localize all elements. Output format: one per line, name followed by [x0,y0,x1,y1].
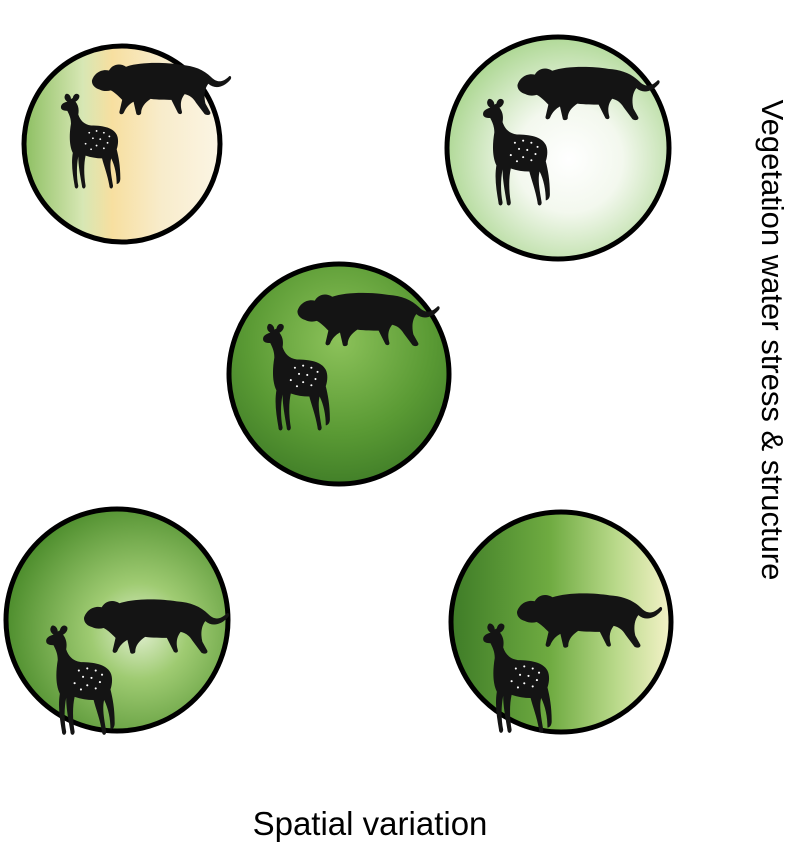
habitat-panel-top-right [447,37,669,259]
x-axis-label: Spatial variation [253,805,488,842]
habitat-panel-center [229,264,449,484]
habitat-panel-top-left [24,46,231,242]
habitat-panel-bottom-left [6,509,229,735]
y-axis-label: Vegetation water stress & structure [755,100,790,581]
habitat-panel-bottom-right [451,512,671,733]
